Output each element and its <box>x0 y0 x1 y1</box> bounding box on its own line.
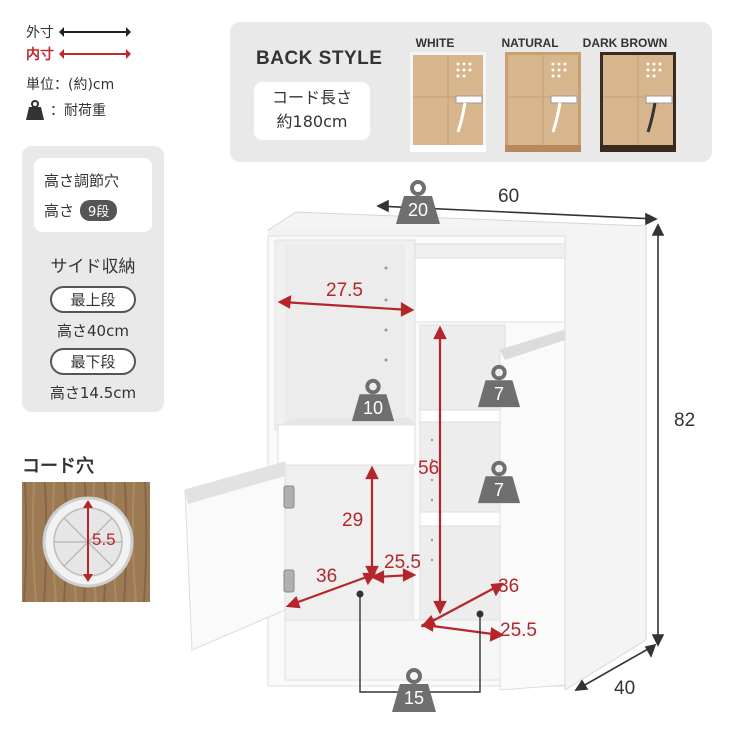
load-top-badge: 20 <box>394 180 442 224</box>
cord-hole-image: 5.5 <box>22 482 150 602</box>
back-panel-white-image <box>410 52 486 152</box>
legend-inner-label: 内寸 <box>26 47 54 63</box>
lower-right-depth-dimension: 25.5 <box>500 620 537 641</box>
height-steps: 高さ 9段 <box>44 200 118 221</box>
weight-icon <box>26 100 44 120</box>
weight-icon <box>477 460 521 504</box>
load-microwave-badge: 10 <box>350 378 396 422</box>
height-dimension: 82 <box>674 410 696 431</box>
bottom-shelf-pill-wrap: 最下段 <box>22 348 164 375</box>
adjust-panel: 高さ調節穴 高さ 9段 サイド収納 最上段 高さ40cm 最下段 高さ14.5c… <box>22 146 164 412</box>
legend-outer: 外寸 <box>26 22 131 42</box>
inner-arrow-icon <box>59 49 131 59</box>
color-label-white: WHITE <box>415 36 455 50</box>
legend-load-label: ：耐荷重 <box>50 103 106 119</box>
load-right-lower-badge: 7 <box>476 460 522 504</box>
load-microwave-value: 10 <box>362 398 384 418</box>
weight-icon <box>351 378 395 422</box>
outer-arrow-icon <box>59 27 131 37</box>
legend-load: ：耐荷重 <box>26 100 106 120</box>
cord-length-line2: 約180cm <box>276 112 348 131</box>
lower-right-width-dimension: 36 <box>498 576 520 597</box>
back-panel-dark-brown-image <box>600 52 676 152</box>
height-adjust-title: 高さ調節穴 <box>44 172 120 190</box>
load-top-value: 20 <box>407 200 429 220</box>
back-panel-natural-image <box>505 52 581 152</box>
weight-icon <box>477 364 521 408</box>
top-shelf-height: 高さ40cm <box>57 322 129 340</box>
steps-badge: 9段 <box>80 200 118 221</box>
cord-hole-title: コード穴 <box>22 456 94 477</box>
legend-unit: 単位：(約)cm <box>26 74 114 94</box>
depth-dimension: 40 <box>614 678 636 699</box>
height-label: 高さ <box>44 202 75 220</box>
cord-length-line1: コード長さ <box>271 88 352 107</box>
color-label-dark-brown: DARK BROWN <box>582 36 668 50</box>
side-storage-title: サイド収納 <box>50 257 136 277</box>
top-shelf-pill-wrap: 最上段 <box>22 286 164 313</box>
legend-outer-label: 外寸 <box>26 25 54 41</box>
load-right-upper-badge: 7 <box>476 364 522 408</box>
load-bottom-badge: 15 <box>390 668 438 712</box>
top-shelf-pill: 最上段 <box>50 286 136 313</box>
bottom-shelf-height: 高さ14.5cm <box>49 384 137 402</box>
height-adjust-box: 高さ調節穴 高さ 9段 <box>34 158 152 232</box>
cord-hole-diameter: 5.5 <box>92 530 116 549</box>
legend-inner: 内寸 <box>26 44 131 64</box>
weight-icon <box>396 180 440 224</box>
weight-icon <box>392 668 436 712</box>
load-right-lower-value: 7 <box>493 480 504 500</box>
color-label-natural: NATURAL <box>501 36 559 50</box>
lower-middle-width-dimension: 25.5 <box>384 552 421 573</box>
load-bottom-value: 15 <box>403 688 425 708</box>
lower-left-width-dimension: 36 <box>316 566 338 587</box>
width-dimension: 60 <box>498 186 520 207</box>
right-inner-height-dimension: 56 <box>418 458 440 479</box>
back-style-panel: BACK STYLE コード長さ 約180cm WHITE NATURAL DA… <box>230 22 712 162</box>
cord-length-box: コード長さ 約180cm <box>254 82 370 140</box>
lower-left-height-dimension: 29 <box>342 510 364 531</box>
bottom-shelf-pill: 最下段 <box>50 348 136 375</box>
back-style-title: BACK STYLE <box>256 48 383 69</box>
load-right-upper-value: 7 <box>493 384 504 404</box>
legend-unit-label: 単位：(約)cm <box>26 77 115 93</box>
microwave-width-dimension: 27.5 <box>326 280 363 301</box>
